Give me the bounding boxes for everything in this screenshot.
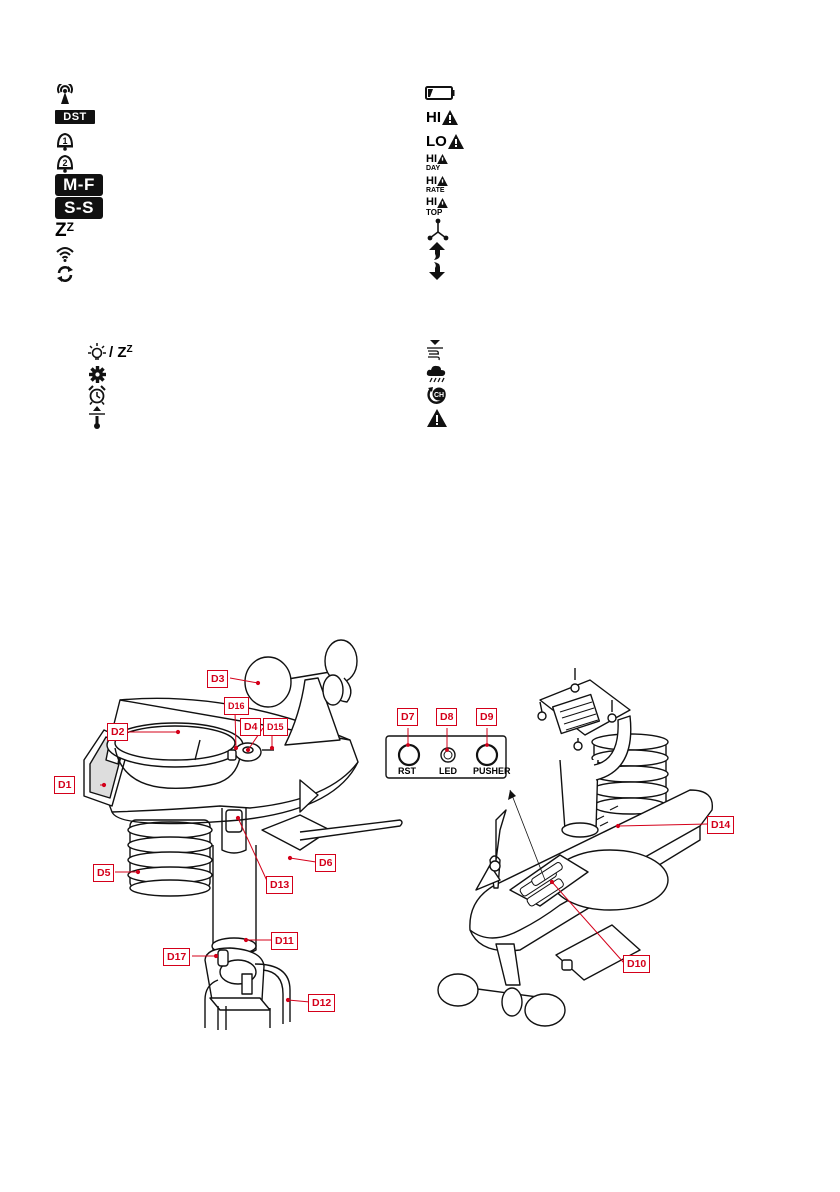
callout-d7: D7 xyxy=(397,708,418,726)
callout-d3: D3 xyxy=(207,670,228,688)
radiation-shield xyxy=(128,820,212,896)
callout-d10: D10 xyxy=(623,955,650,973)
led-label: LED xyxy=(439,766,457,776)
callout-d13: D13 xyxy=(266,876,293,894)
callout-d5: D5 xyxy=(93,864,114,882)
rst-label: RST xyxy=(398,766,416,776)
callout-d1: D1 xyxy=(54,776,75,794)
callout-d16: D16 xyxy=(224,697,249,715)
callout-d6: D6 xyxy=(315,854,336,872)
mount-bracket xyxy=(205,948,290,1030)
callout-d9: D9 xyxy=(476,708,497,726)
callout-d2: D2 xyxy=(107,723,128,741)
callout-d11: D11 xyxy=(271,932,298,950)
callout-d8: D8 xyxy=(436,708,457,726)
mounting-pole xyxy=(212,808,256,956)
callout-d15: D15 xyxy=(263,718,288,736)
pusher-label: PUSHER xyxy=(473,766,511,776)
callout-d12: D12 xyxy=(308,994,335,1012)
callout-d14: D14 xyxy=(707,816,734,834)
callout-d4: D4 xyxy=(240,718,261,736)
callout-d17: D17 xyxy=(163,948,190,966)
control-panel-inset xyxy=(386,736,545,880)
